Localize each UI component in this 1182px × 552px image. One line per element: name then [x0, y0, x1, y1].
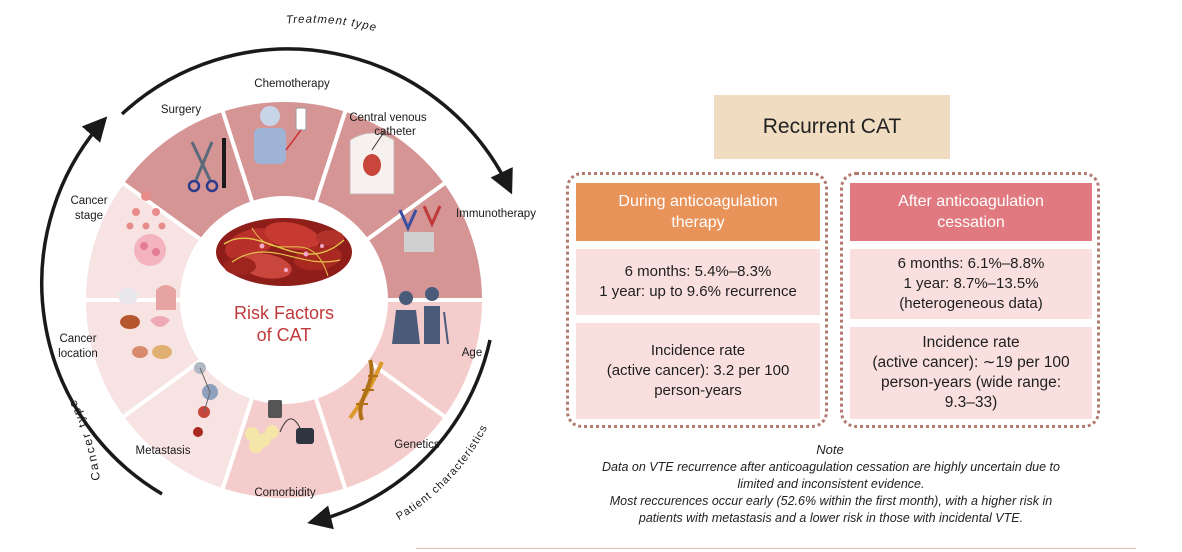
label-metastasis: Metastasis [136, 445, 191, 457]
label-cancer-location-line2: location [58, 348, 98, 360]
cancer-location-icon [118, 285, 176, 359]
label-central-venous-line1: Central venous [349, 112, 427, 124]
note-line2: limited and inconsistent evidence. [737, 477, 925, 491]
patient-arrow [307, 339, 492, 530]
chemotherapy-icon [254, 106, 307, 164]
label-cancer-location-line1: Cancer [59, 333, 96, 345]
during-months-text: 6 months: 5.4%–8.3% 1 year: up to 9.6% r… [599, 263, 797, 300]
note-heading: Note [816, 442, 844, 457]
wheel-segments [81, 98, 487, 502]
after-months-cell: 6 months: 6.1%–8.8% 1 year: 8.7%–13.5% (… [850, 249, 1092, 319]
label-cancer-stage-line1: Cancer [70, 195, 107, 207]
after-incidence-text: Incidence rate (active cancer): ∼19 per … [872, 334, 1070, 411]
label-genetics: Genetics [394, 439, 440, 451]
note-line1: Data on VTE recurrence after anticoagula… [602, 460, 1060, 474]
after-anticoagulation-group [840, 172, 1100, 428]
recurrent-cat-title: Recurrent CAT [714, 95, 950, 159]
during-incidence-text: Incidence rate (active cancer): 3.2 per … [606, 342, 790, 399]
label-surgery: Surgery [161, 104, 202, 116]
label-chemotherapy: Chemotherapy [254, 78, 330, 90]
note-line3: Most reccurences occur early (52.6% with… [609, 494, 1053, 508]
label-comorbidity: Comorbidity [254, 487, 316, 499]
bottom-divider [416, 548, 1136, 549]
age-icon [392, 287, 449, 345]
center-title-line1: Risk Factors [234, 303, 334, 323]
label-treatment-type: Treatment type [286, 14, 379, 35]
dna-icon [348, 359, 384, 421]
cancer-arrow [40, 116, 163, 496]
label-cancer-stage-line2: stage [75, 210, 103, 222]
label-central-venous-line2: catheter [374, 126, 416, 138]
risk-factor-wheel: Risk Factors of CAT [40, 14, 536, 530]
metastasis-icon [193, 362, 218, 437]
after-header-text: After anticoagulation cessation [898, 193, 1044, 231]
after-months-text: 6 months: 6.1%–8.8% 1 year: 8.7%–13.5% (… [897, 255, 1045, 312]
blood-clot-illustration [216, 218, 352, 286]
center-title-line2: of CAT [257, 325, 312, 345]
after-anticoagulation-header: After anticoagulation cessation [850, 183, 1092, 241]
note-line4: patients with metastasis and a lower ris… [638, 511, 1024, 525]
surgery-icon [187, 138, 226, 193]
central-venous-catheter-icon [349, 131, 395, 195]
cancer-stage-icon [126, 191, 166, 266]
label-age: Age [462, 347, 482, 359]
during-incidence-cell: Incidence rate (active cancer): 3.2 per … [576, 323, 820, 419]
after-incidence-cell: Incidence rate (active cancer): ∼19 per … [850, 327, 1092, 419]
immunotherapy-icon [398, 205, 442, 252]
during-anticoagulation-group [566, 172, 828, 428]
segment-surgery [119, 107, 255, 243]
during-anticoagulation-header: During anticoagulation therapy [576, 183, 820, 241]
during-header-text: During anticoagulation therapy [618, 193, 778, 231]
comorbidity-icon [245, 400, 314, 453]
treatment-arrow [120, 47, 513, 195]
label-immunotherapy: Immunotherapy [456, 208, 536, 220]
during-months-cell: 6 months: 5.4%–8.3% 1 year: up to 9.6% r… [576, 249, 820, 315]
note-body: Data on VTE recurrence after anticoagula… [536, 459, 1126, 527]
